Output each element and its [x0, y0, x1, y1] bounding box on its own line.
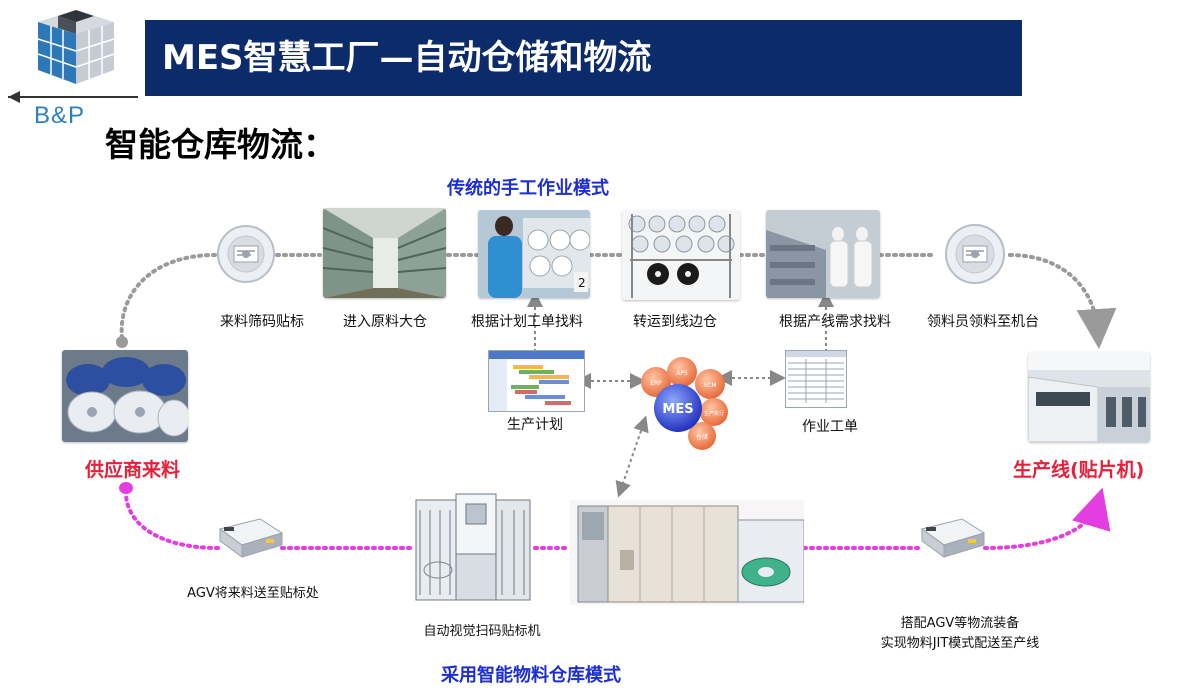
- reel-icon: [944, 220, 1006, 292]
- step-label: 根据计划工单找料: [471, 314, 583, 330]
- step-label: 根据产线需求找料: [779, 314, 891, 330]
- reel-icon: [217, 220, 275, 292]
- mes-hub-node-label: 生产执行: [704, 410, 724, 417]
- smt-line-photo: [1028, 352, 1150, 442]
- section-subtitle: 智能仓库物流：: [105, 125, 336, 164]
- svg-text:2: 2: [578, 276, 586, 290]
- work-order-screenshot: [785, 350, 847, 408]
- production-plan-label: 生产计划: [507, 417, 563, 433]
- agv-left-label: AGV将来料送至贴标处: [187, 586, 319, 601]
- work-order-label: 作业工单: [802, 419, 858, 435]
- smart-flow-path: [124, 487, 1111, 550]
- agv-icon: [918, 515, 986, 565]
- step-label: 转运到线边仓: [633, 314, 717, 330]
- logo-text: B&P: [34, 102, 86, 129]
- supplier-end-dot: [119, 482, 133, 494]
- traditional-mode-label: 传统的手工作业模式: [447, 178, 609, 199]
- worker-picking-photo: 2: [478, 210, 590, 298]
- step-label: 来料筛码贴标: [220, 314, 304, 330]
- reel-rack-photo: [622, 210, 740, 300]
- mes-hub-node-label: 仓储: [696, 433, 708, 441]
- mes-hub-node-label: APS: [676, 370, 688, 377]
- warehouse-photo: [323, 208, 446, 298]
- supplier-label: 供应商来料: [85, 459, 181, 481]
- mes-hub-node-label: ERP: [650, 380, 662, 387]
- step-label: 进入原料大仓: [343, 314, 427, 330]
- smart-warehouse-tower: [570, 500, 805, 609]
- traditional-flow-path: [119, 253, 1117, 349]
- vision-machine-label: 自动视觉扫码贴标机: [423, 624, 541, 639]
- agv-right-label-line1: 搭配AGV等物流装备: [900, 616, 1020, 631]
- mes-hub: MES ERP APS SCM 生产执行 仓储: [638, 350, 734, 456]
- supplier-start-dot: [116, 336, 128, 348]
- agv-right-label-line2: 实现物料JIT模式配送至产线: [880, 636, 1040, 651]
- agv-icon: [216, 515, 284, 565]
- company-logo: [6, 2, 141, 132]
- production-line-label: 生产线(贴片机): [1013, 459, 1145, 481]
- mes-hub-node-label: SCM: [703, 382, 716, 389]
- page-title: MES智慧工厂—自动仓储和物流: [162, 38, 652, 78]
- vision-labeling-machine: [410, 490, 535, 609]
- step-label: 领料员领料至机台: [927, 314, 1039, 330]
- production-workers-photo: [766, 210, 880, 298]
- mes-hub-center-label: MES: [662, 402, 693, 417]
- production-plan-screenshot: [488, 350, 585, 412]
- title-bar: [145, 20, 1022, 96]
- smart-mode-label: 采用智能物料仓库模式: [441, 665, 621, 686]
- supplier-materials-photo: [62, 350, 188, 442]
